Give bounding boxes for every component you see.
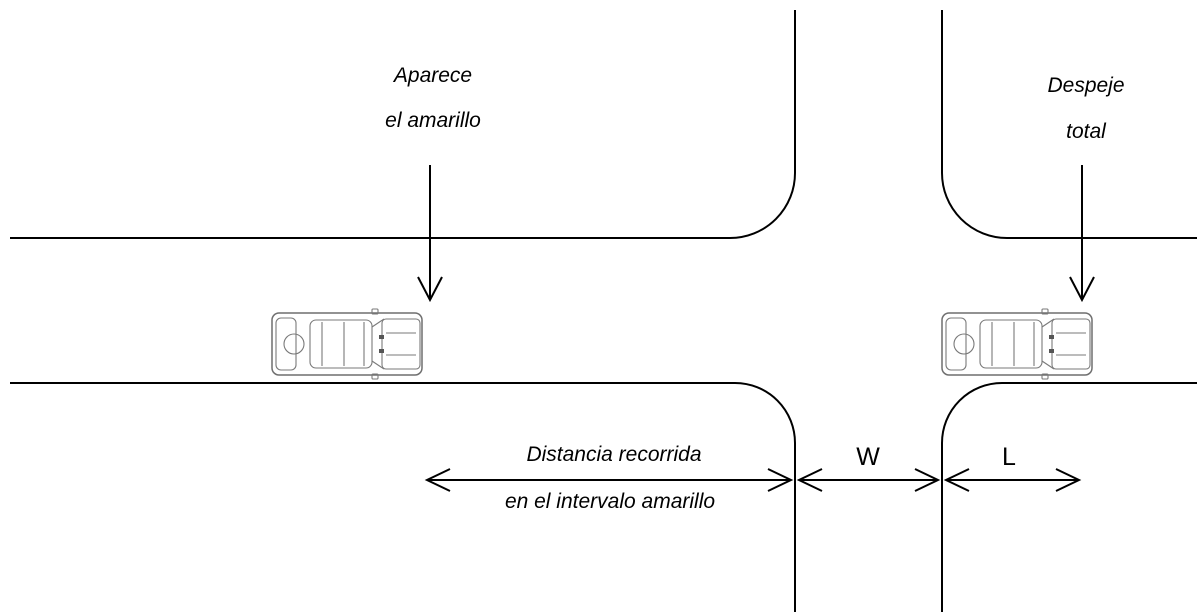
double-arrow-icon-width bbox=[796, 468, 941, 492]
label-yellow-appears-line2: el amarillo bbox=[385, 109, 481, 132]
road-edge-bottom-right bbox=[941, 382, 1197, 612]
road-edge-top-left bbox=[10, 10, 796, 239]
double-arrow-icon-length bbox=[943, 468, 1082, 492]
label-distance-line2: en el intervalo amarillo bbox=[505, 490, 715, 513]
car-icon-yellow-start bbox=[271, 308, 423, 380]
arrow-down-icon-yellow bbox=[417, 165, 443, 303]
arrow-down-icon-clearance bbox=[1069, 165, 1095, 303]
car-icon-clearance bbox=[941, 308, 1093, 380]
road-edge-top-right bbox=[941, 10, 1197, 239]
road-edge-bottom-left bbox=[10, 382, 796, 612]
label-distance-line1: Distancia recorrida bbox=[526, 443, 701, 466]
label-full-clearance-line1: Despeje bbox=[1047, 74, 1124, 97]
label-full-clearance-line2: total bbox=[1066, 120, 1107, 143]
label-length: L bbox=[1002, 443, 1016, 471]
label-yellow-appears-line1: Aparece bbox=[392, 64, 472, 87]
double-arrow-icon-distance bbox=[424, 468, 794, 492]
label-width: W bbox=[856, 443, 880, 471]
